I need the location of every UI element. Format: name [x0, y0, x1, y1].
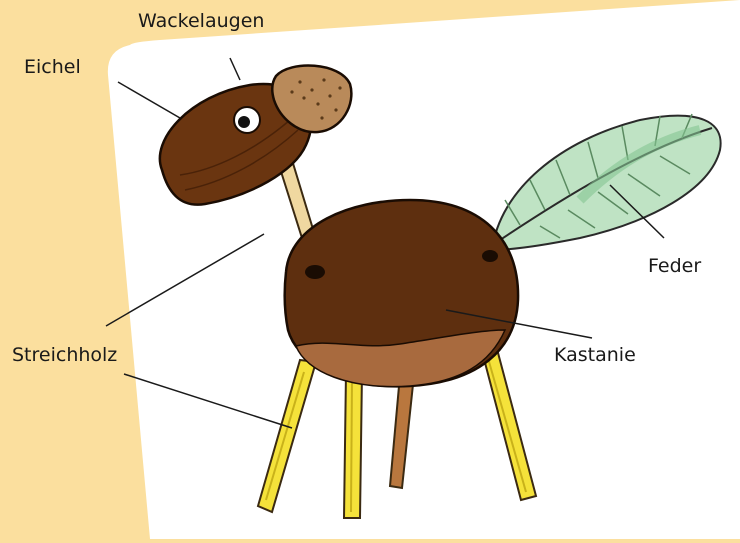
googly-eye	[234, 107, 260, 133]
label-kastanie: Kastanie	[554, 346, 636, 365]
chestnut-body	[285, 200, 518, 387]
label-streichholz: Streichholz	[12, 346, 117, 365]
label-wackelaugen: Wackelaugen	[138, 12, 264, 31]
leg-front-middle	[344, 372, 362, 518]
label-eichel: Eichel	[24, 58, 81, 77]
label-feder: Feder	[648, 257, 701, 276]
